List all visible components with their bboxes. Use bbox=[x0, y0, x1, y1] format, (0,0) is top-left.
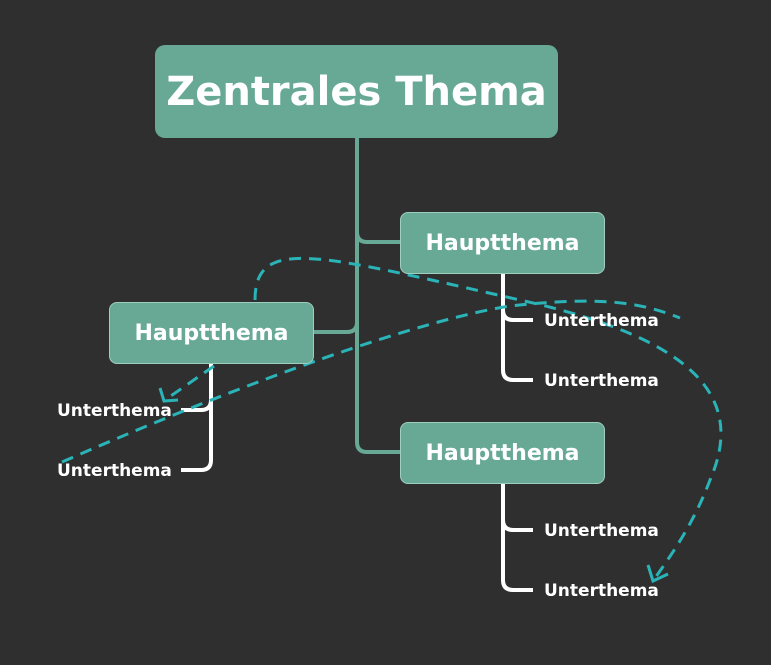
main-topic-3[interactable]: Hauptthema bbox=[400, 422, 605, 484]
sub-connector-main-2 bbox=[181, 364, 213, 472]
trunk-connector bbox=[355, 138, 400, 454]
sub-connector-main-3 bbox=[501, 484, 533, 592]
subtopic-3-2[interactable]: Unterthema bbox=[544, 581, 659, 601]
branch-connector-main-2 bbox=[314, 321, 359, 334]
relationship-line-3 bbox=[164, 364, 215, 402]
relationship-arrowhead-3 bbox=[158, 387, 179, 403]
subtopic-1-1[interactable]: Unterthema bbox=[544, 311, 659, 331]
subtopic-2-1[interactable]: Unterthema bbox=[57, 401, 172, 421]
relationship-line-1 bbox=[253, 256, 723, 579]
subtopic-2-2[interactable]: Unterthema bbox=[57, 461, 172, 481]
relationship-arrowhead-1 bbox=[646, 564, 669, 584]
subtopic-1-2[interactable]: Unterthema bbox=[544, 371, 659, 391]
subtopic-3-1[interactable]: Unterthema bbox=[544, 521, 659, 541]
main-topic-2[interactable]: Hauptthema bbox=[109, 302, 314, 364]
sub-connector-main-1 bbox=[501, 274, 533, 382]
central-topic[interactable]: Zentrales Thema bbox=[155, 45, 558, 138]
main-topic-1[interactable]: Hauptthema bbox=[400, 212, 605, 274]
branch-connector-main-1 bbox=[355, 231, 400, 244]
